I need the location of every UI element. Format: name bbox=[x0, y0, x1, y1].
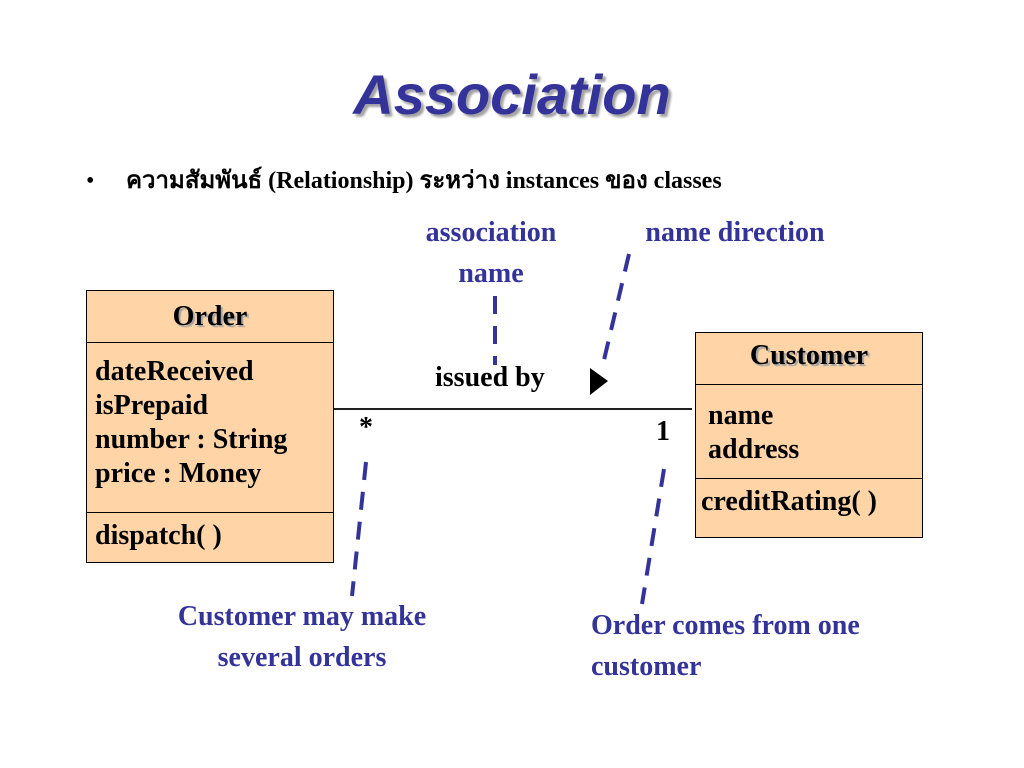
order-operations: dispatch( ) bbox=[87, 513, 333, 553]
one-multiplicity-note-line-2: customer bbox=[591, 651, 702, 682]
customer-class: Customer name address creditRating( ) bbox=[695, 332, 923, 538]
customer-operations: creditRating( ) bbox=[696, 479, 922, 519]
order-operation: dispatch( ) bbox=[95, 520, 222, 551]
many-multiplicity-note: Customer may make several orders bbox=[142, 596, 462, 678]
bullet-item: • ความสัมพันธ์ (Relationship) ระหว่าง ins… bbox=[86, 160, 722, 199]
customer-operation: creditRating( ) bbox=[701, 486, 877, 517]
one-multiplicity-leader bbox=[640, 468, 666, 605]
one-multiplicity-note: Order comes from one customer bbox=[591, 605, 1011, 687]
order-end-multiplicity: * bbox=[359, 412, 373, 443]
slide-title: Association bbox=[353, 63, 671, 126]
order-class: Order dateReceived isPrepaid number : St… bbox=[86, 290, 334, 563]
order-attributes: dateReceived isPrepaid number : String p… bbox=[87, 343, 333, 513]
bullet-text: ความสัมพันธ์ (Relationship) ระหว่าง inst… bbox=[126, 168, 722, 194]
customer-class-name: Customer bbox=[696, 333, 922, 385]
order-attribute: isPrepaid bbox=[95, 390, 209, 421]
customer-attribute: address bbox=[708, 434, 800, 465]
customer-attribute: name bbox=[708, 400, 774, 431]
customer-end-multiplicity: 1 bbox=[656, 416, 670, 447]
customer-attributes: name address bbox=[696, 385, 922, 479]
order-class-name: Order bbox=[87, 291, 333, 343]
association-name-note-line-1: association bbox=[425, 217, 557, 248]
association-name-note-line-2: name bbox=[458, 258, 524, 289]
name-direction-note: name direction bbox=[645, 217, 825, 248]
order-attribute: dateReceived bbox=[95, 356, 254, 387]
order-attribute: number : String bbox=[95, 424, 288, 455]
order-attribute: price : Money bbox=[95, 458, 262, 489]
name-direction-leader bbox=[602, 253, 631, 361]
many-multiplicity-leader bbox=[350, 461, 368, 597]
bullet-marker: • bbox=[86, 168, 95, 194]
one-multiplicity-note-line-1: Order comes from one bbox=[591, 610, 860, 641]
triangle-right-icon bbox=[590, 368, 608, 395]
association-label: issued by bbox=[435, 362, 545, 393]
association-name-note: association name bbox=[406, 212, 576, 294]
many-multiplicity-note-line-2: several orders bbox=[217, 642, 387, 673]
many-multiplicity-note-line-1: Customer may make bbox=[177, 601, 427, 632]
